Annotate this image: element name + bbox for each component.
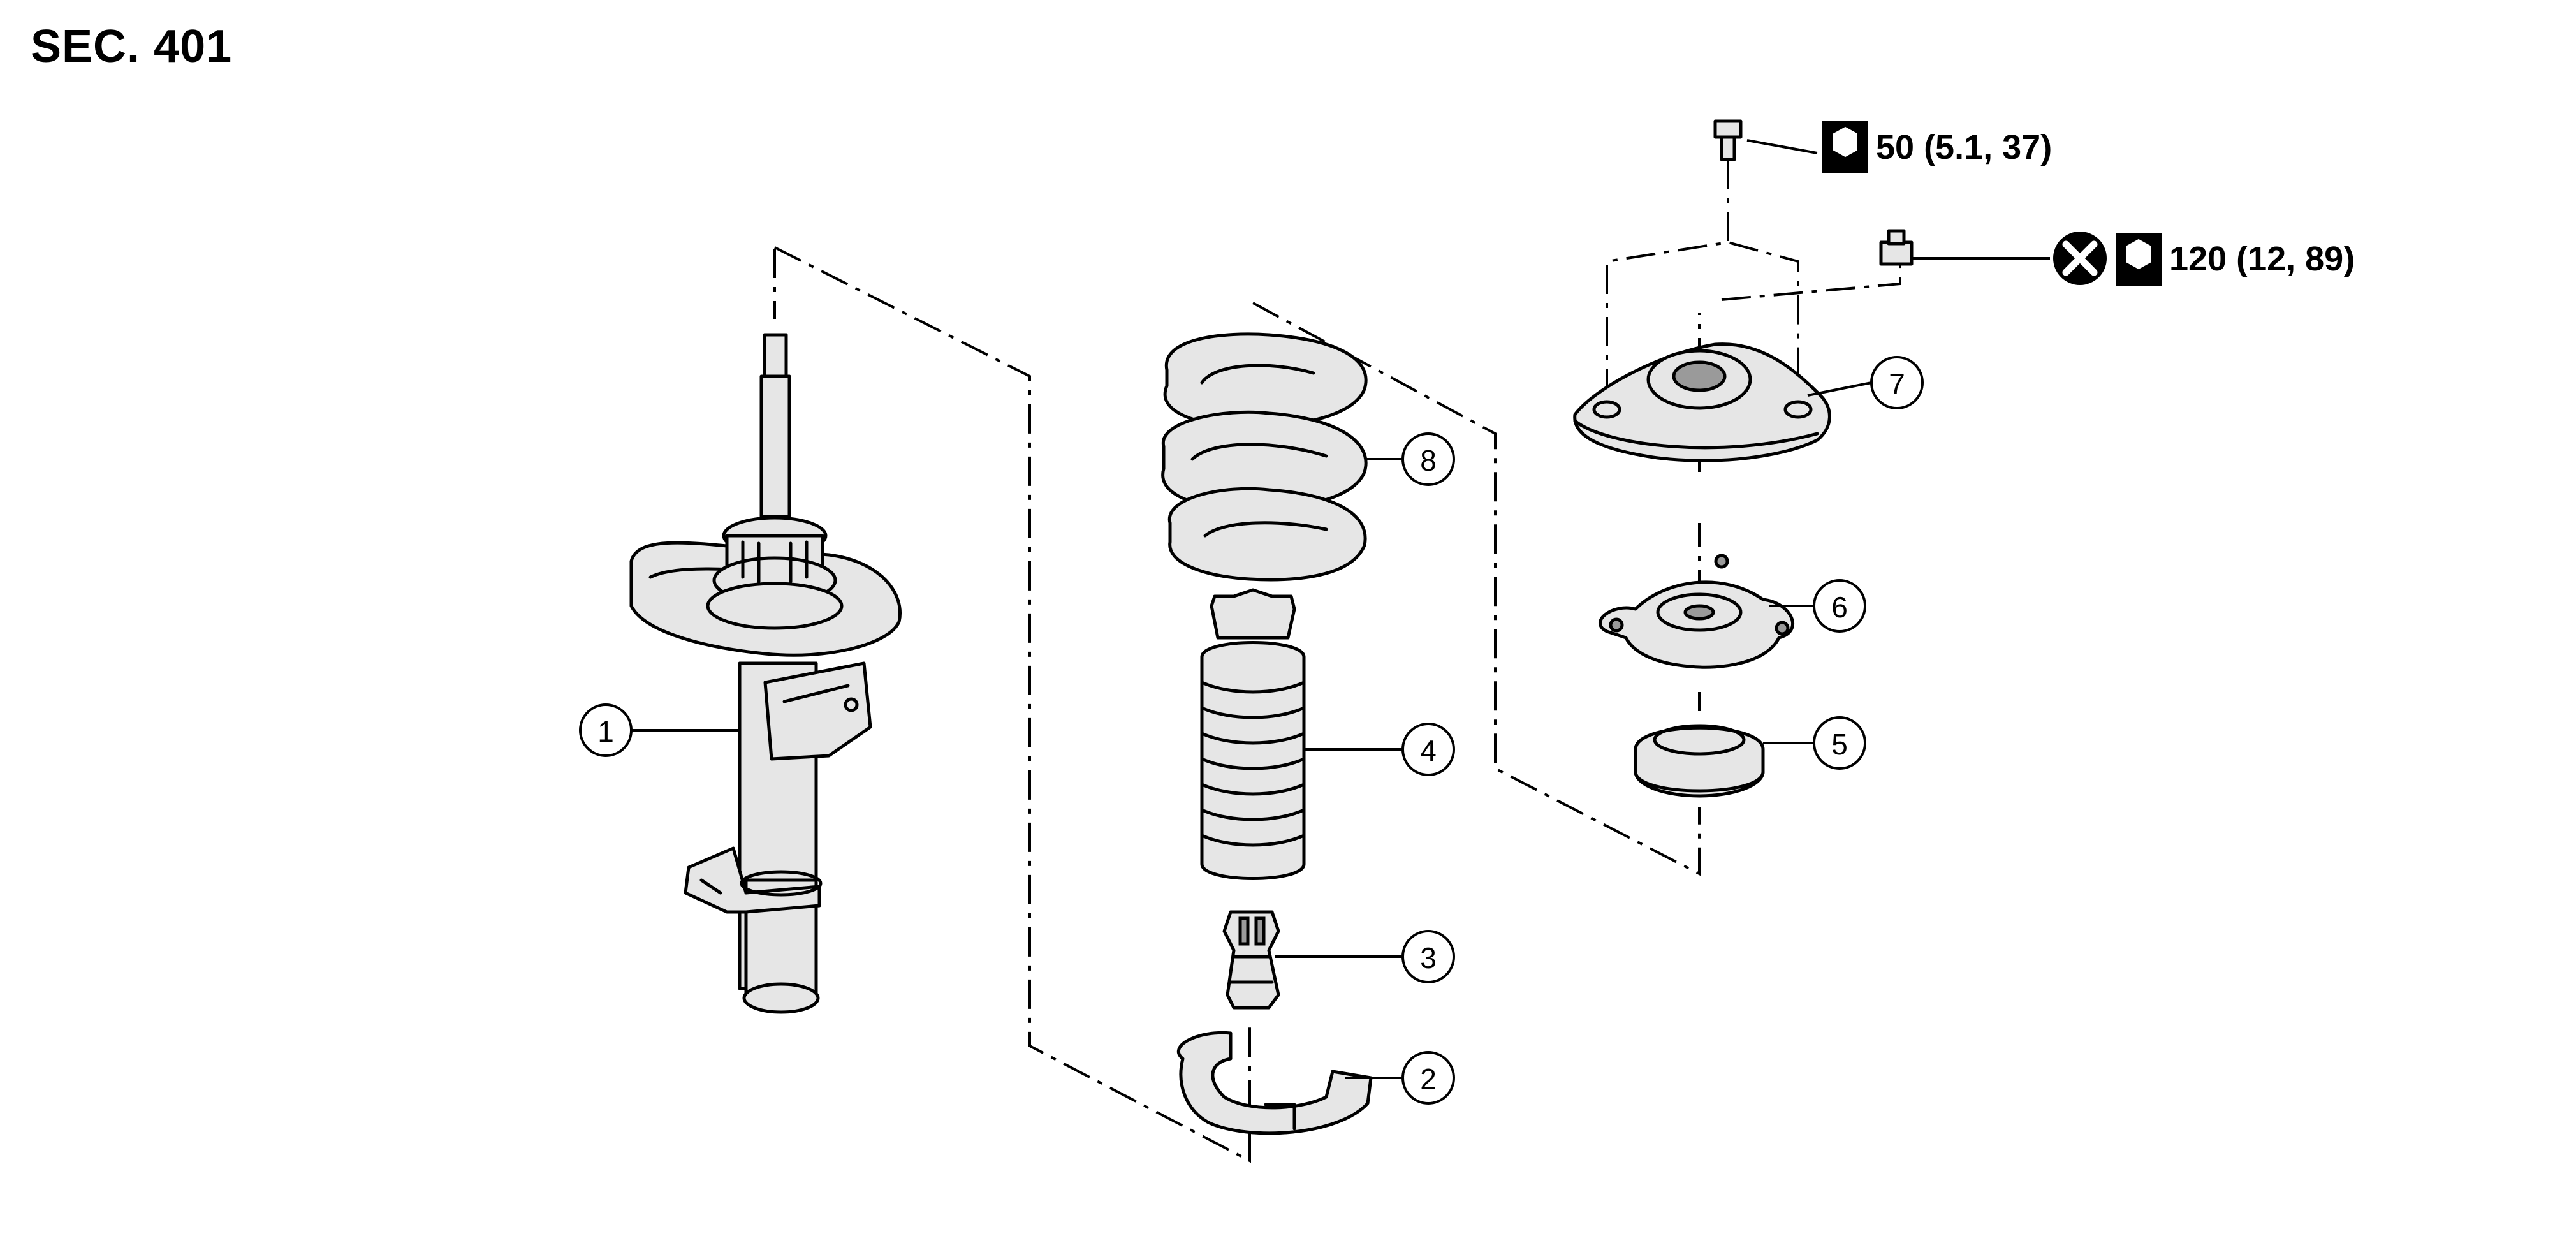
strut-bearing [1634, 724, 1765, 798]
callout-6: 6 [1813, 579, 1866, 633]
svg-text:5: 5 [1831, 728, 1848, 761]
bump-stopper [1222, 910, 1280, 1010]
svg-text:7: 7 [1889, 367, 1905, 401]
torque-annotation-120 [1913, 232, 2162, 286]
callout-5: 5 [1813, 716, 1866, 770]
callout-3: 3 [1401, 930, 1455, 983]
svg-text:6: 6 [1831, 591, 1848, 624]
svg-text:4: 4 [1420, 734, 1437, 767]
svg-text:1: 1 [597, 715, 614, 748]
callout-4: 4 [1401, 723, 1455, 776]
strut-assembly [629, 333, 902, 1014]
callout-7: 7 [1870, 356, 1924, 409]
callout-leaders [631, 381, 1872, 1079]
nut-120 [1879, 229, 1914, 266]
coil-spring [1161, 332, 1368, 582]
callout-1: 1 [579, 703, 633, 757]
section-label: SEC. 401 [31, 21, 233, 72]
lower-rubber-seat [1176, 1031, 1373, 1135]
mount-insulator [1599, 554, 1794, 669]
svg-text:3: 3 [1420, 941, 1437, 975]
mount-bracket [1573, 342, 1831, 462]
torque-value-120: 120 (12, 89) [2169, 240, 2355, 278]
dust-boot [1200, 588, 1306, 880]
callout-8: 8 [1401, 432, 1455, 486]
svg-text:2: 2 [1420, 1063, 1437, 1096]
svg-text:8: 8 [1420, 444, 1437, 477]
torque-value-50: 50 (5.1, 37) [1876, 128, 2053, 166]
bolt-50 [1713, 119, 1743, 161]
callout-2: 2 [1401, 1051, 1455, 1105]
torque-annotation-50 [1746, 121, 1868, 173]
